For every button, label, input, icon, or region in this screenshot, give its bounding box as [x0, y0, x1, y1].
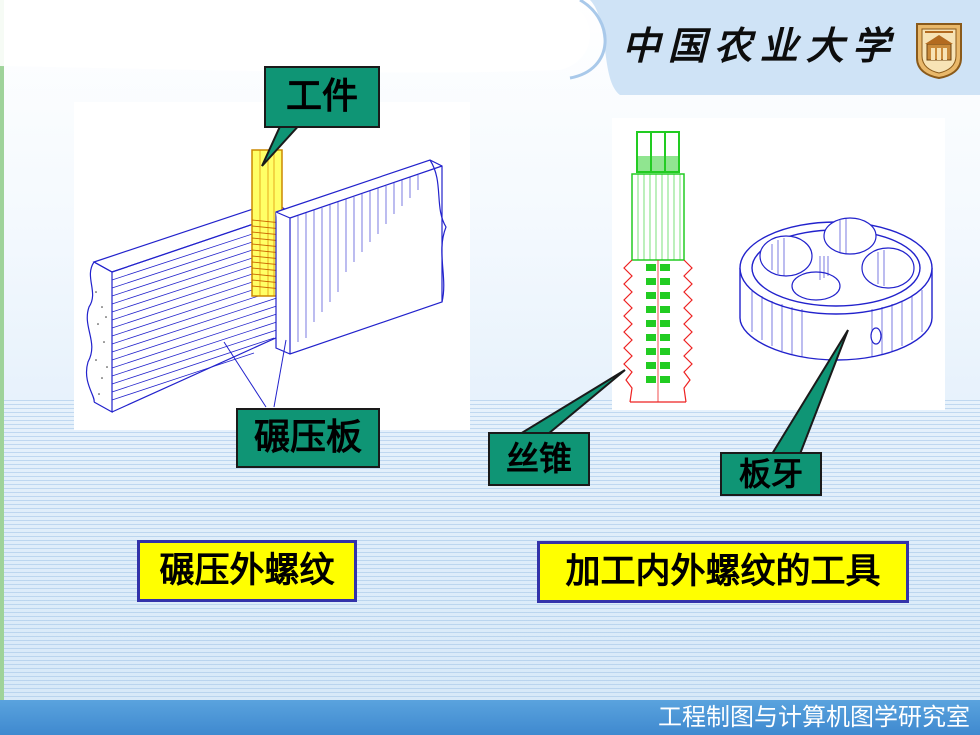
university-name: 中国农业大学	[622, 23, 899, 68]
die-callout: 板牙	[720, 452, 822, 496]
thread-rolling-figure-panel	[74, 102, 470, 430]
university-emblem-icon	[916, 23, 962, 80]
threading-tools-figure-panel	[612, 118, 945, 410]
roller-plate-callout: 碾压板	[236, 408, 380, 468]
threading-tools-drawing	[623, 131, 933, 403]
left-edge-accent	[0, 0, 4, 700]
tap-callout: 丝锥	[488, 432, 590, 486]
thread-rolling-caption: 碾压外螺纹	[137, 540, 357, 602]
footer-department: 工程制图与计算机图学研究室	[658, 703, 970, 731]
footer-bar: 工程制图与计算机图学研究室	[0, 700, 980, 735]
threading-tools-caption: 加工内外螺纹的工具	[537, 541, 909, 603]
workpiece-callout: 工件	[264, 66, 380, 128]
thread-rolling-drawing	[86, 149, 447, 414]
header-swoosh	[0, 0, 980, 95]
